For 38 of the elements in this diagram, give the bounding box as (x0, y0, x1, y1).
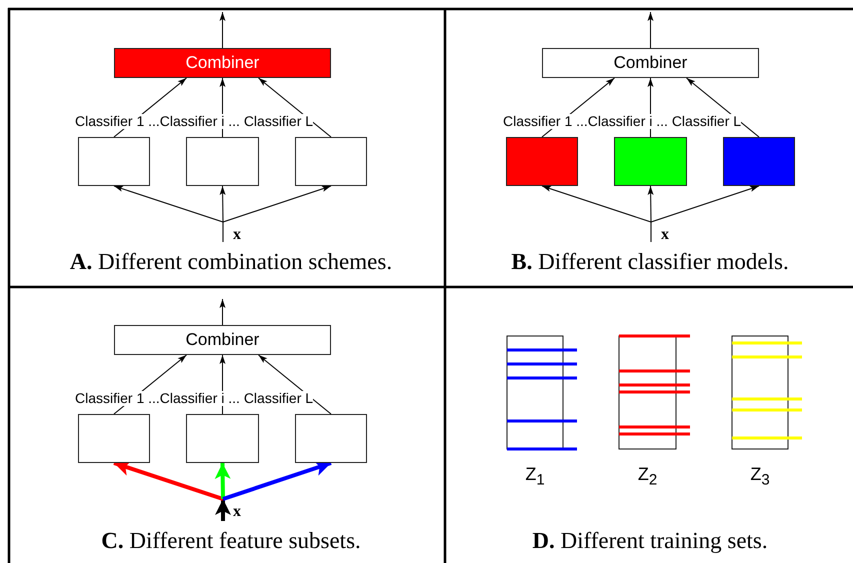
input-label: x (233, 503, 241, 521)
arrow (220, 12, 226, 48)
classifier-labels: Classifier 1 ...Classifier i ... Classifier L (75, 391, 314, 406)
classifier-box (78, 137, 150, 186)
classifier-box (295, 137, 367, 186)
combiner-box: Combiner (114, 325, 331, 355)
classifier-box (186, 414, 259, 463)
set-label: Z$_{3}$ (749, 464, 771, 489)
arrow (648, 12, 654, 48)
combiner-box: Combiner (542, 48, 759, 78)
arrow (114, 186, 224, 222)
set-label: Z$_{2}$ (636, 464, 658, 489)
arrow (220, 186, 226, 222)
classifier-box (506, 137, 578, 186)
connector-line (650, 222, 652, 242)
classifier-labels: Classifier 1 ...Classifier i ... Classifier L (503, 114, 742, 129)
arrow (650, 186, 760, 222)
classifier-box (723, 137, 795, 186)
connector-line (222, 222, 224, 242)
classifier-box (78, 414, 150, 463)
panel-caption: B. Different classifier models. (511, 249, 789, 275)
classifier-labels: Classifier 1 ...Classifier i ... Classifier L (75, 114, 314, 129)
classifier-box (295, 414, 367, 463)
arrow (215, 499, 231, 521)
arrow (648, 186, 654, 222)
arrow (542, 186, 652, 222)
input-label: x (661, 226, 669, 244)
classifier-box (186, 137, 259, 186)
input-label: x (233, 226, 241, 244)
panel-caption: D. Different training sets. (532, 528, 768, 554)
set-label: Z$_{1}$ (524, 464, 546, 489)
arrow (222, 186, 332, 222)
arrow (214, 462, 231, 500)
panel-caption: C. Different feature subsets. (101, 528, 361, 554)
classifier-box (614, 137, 687, 186)
combiner-box: Combiner (114, 48, 331, 78)
panel-caption: A. Different combination schemes. (70, 249, 392, 275)
arrow (220, 298, 226, 326)
